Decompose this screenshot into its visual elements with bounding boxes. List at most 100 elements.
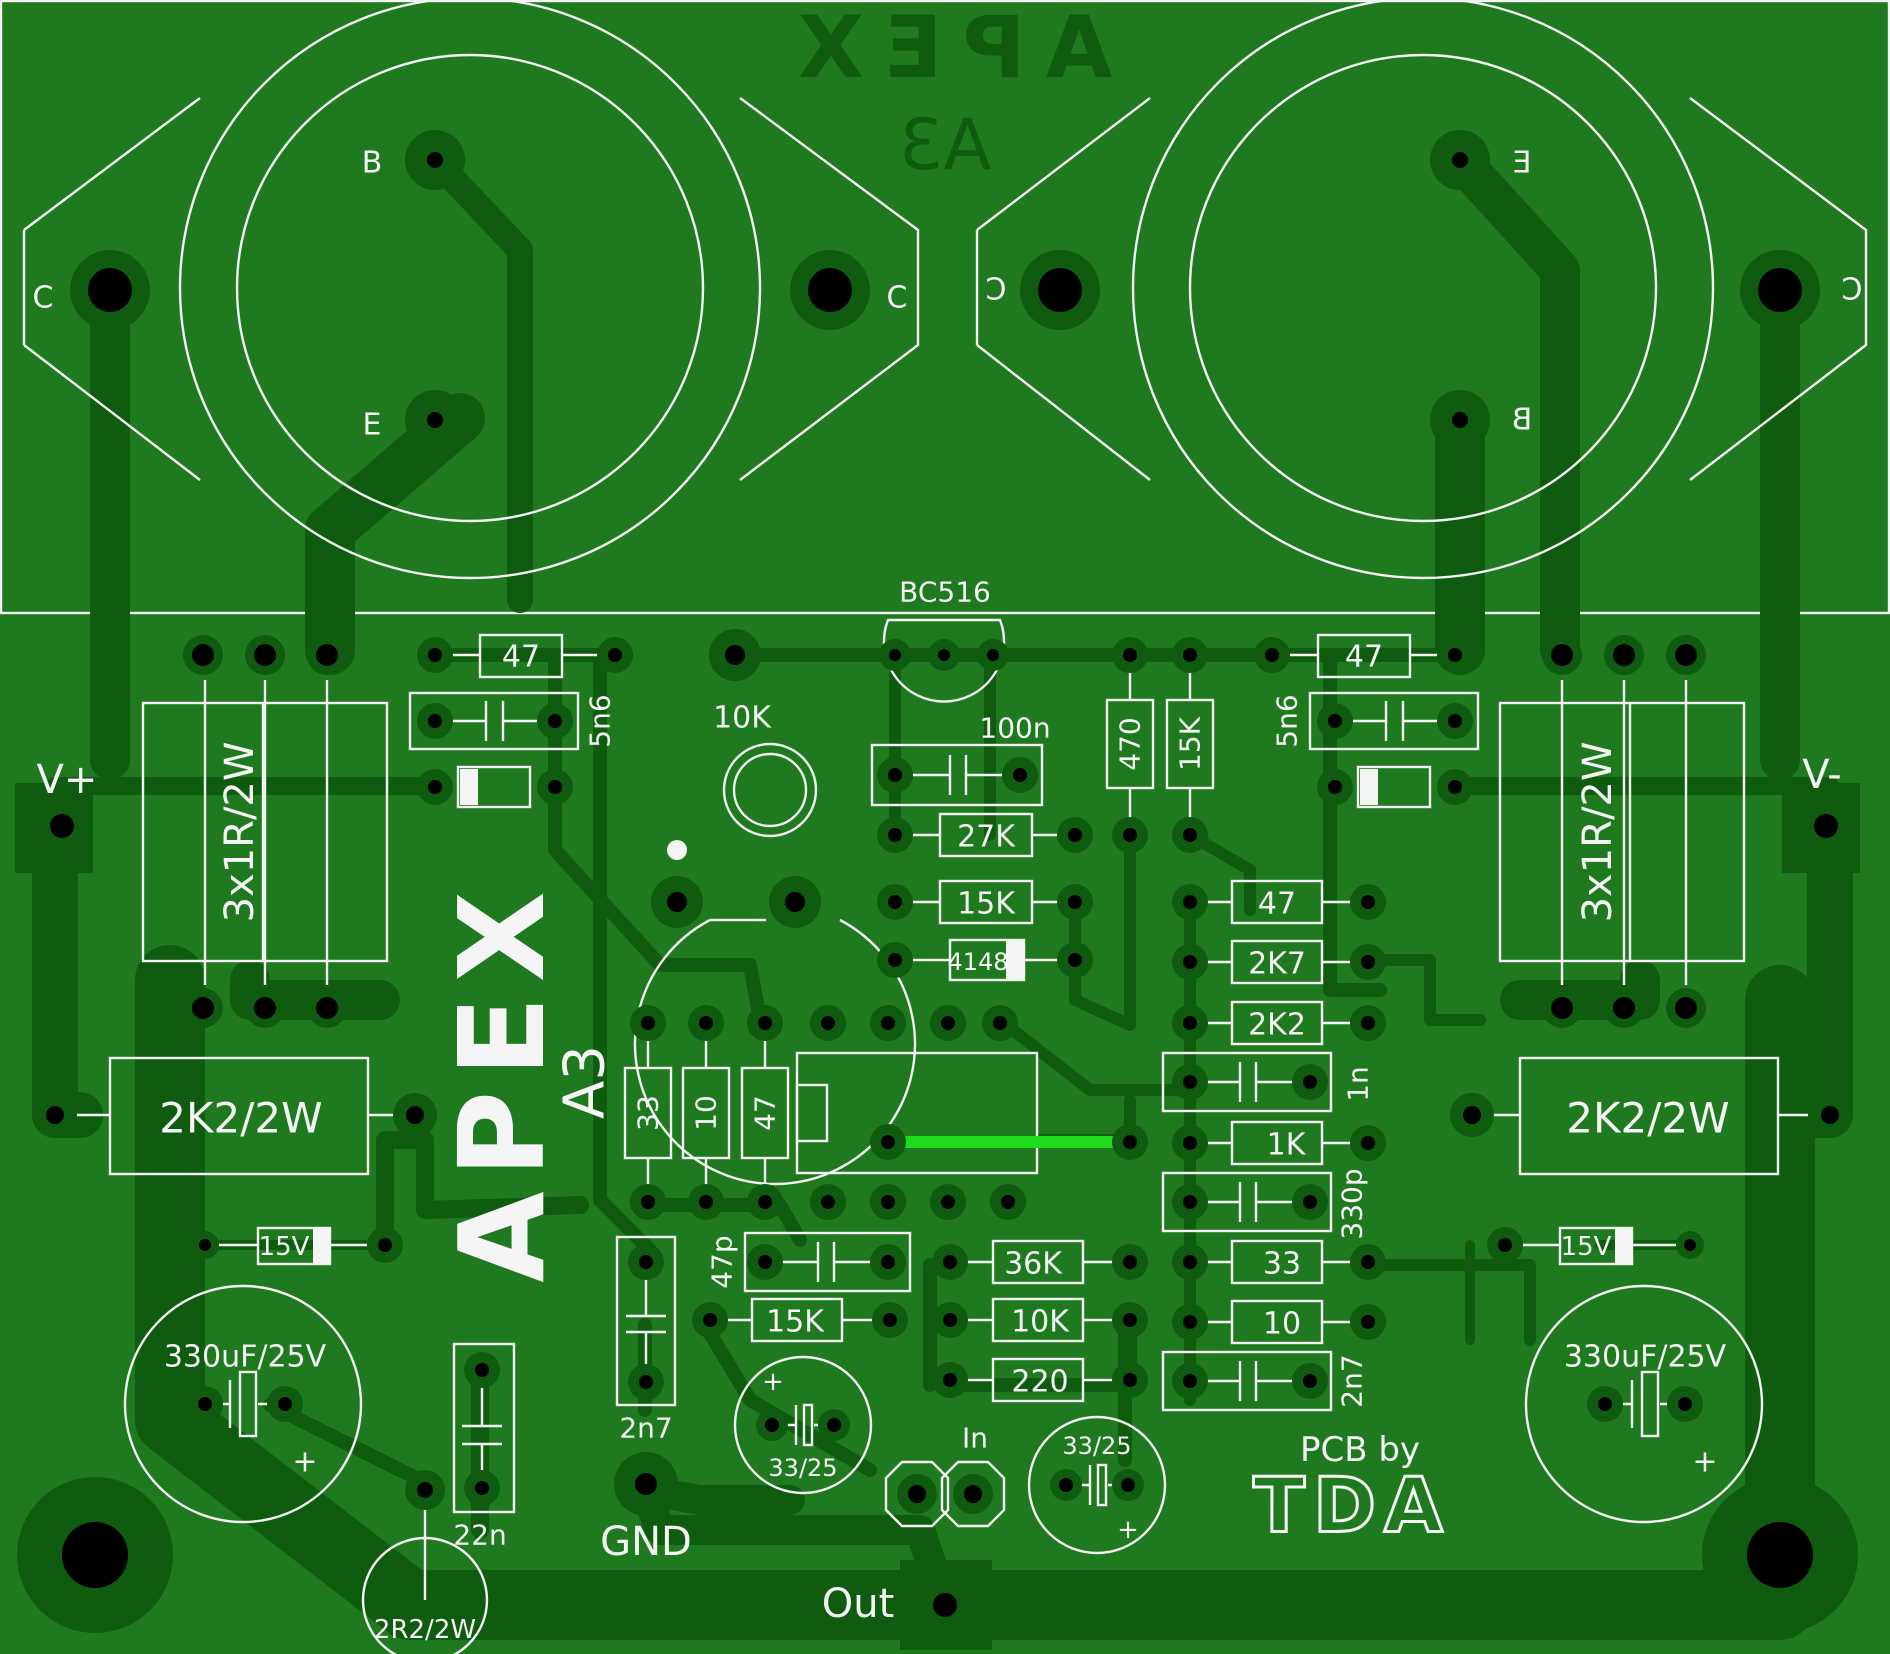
gnd-connector: GND bbox=[600, 1452, 692, 1565]
svg-text:10K: 10K bbox=[1011, 1305, 1070, 1340]
resistor-10k: 10K bbox=[932, 1297, 1148, 1343]
pin-label-c-left-left: C bbox=[33, 281, 54, 316]
output-connector: Out bbox=[822, 1560, 992, 1650]
resistor-27k: 27K bbox=[877, 812, 1093, 858]
diode-left-small bbox=[417, 765, 573, 809]
mounting-hole-right bbox=[1702, 1477, 1858, 1633]
svg-text:A3: A3 bbox=[553, 1045, 618, 1119]
driver-transistor-bc516: BC516 bbox=[879, 576, 1009, 703]
resistor-47-left: 47 bbox=[417, 633, 633, 679]
svg-text:15K: 15K bbox=[957, 887, 1016, 922]
zener-15v-left: 15V bbox=[191, 1226, 403, 1266]
resistor-470: 470 bbox=[1105, 637, 1155, 853]
power-input-vminus: V- bbox=[1782, 752, 1860, 873]
svg-text:3x1R/2W: 3x1R/2W bbox=[217, 742, 263, 923]
svg-text:GND: GND bbox=[600, 1519, 692, 1565]
svg-text:27K: 27K bbox=[957, 820, 1016, 855]
svg-text:100n: 100n bbox=[979, 712, 1050, 745]
svg-text:2K7: 2K7 bbox=[1248, 947, 1306, 982]
svg-text:APEX: APEX bbox=[433, 877, 571, 1282]
vertical-resistor-47: 47 bbox=[740, 1005, 790, 1220]
input-connector: In bbox=[884, 1422, 1006, 1528]
vertical-resistor-33: 33 bbox=[623, 1005, 673, 1220]
resistor-15k-mid: 15K bbox=[877, 879, 1093, 925]
resistor-15k-top: 15K bbox=[1165, 637, 1215, 853]
svg-text:2R2/2W: 2R2/2W bbox=[374, 1615, 476, 1645]
svg-text:15K: 15K bbox=[766, 1305, 825, 1340]
svg-text:15V: 15V bbox=[259, 1232, 310, 1262]
power-input-vplus: V+ bbox=[15, 757, 97, 873]
pin-label-b-left: B bbox=[362, 146, 383, 181]
diode-4148: 4148 bbox=[877, 938, 1093, 982]
electrolytic-33-25-b: 33/25 + bbox=[1027, 1415, 1167, 1555]
svg-text:330uF/25V: 330uF/25V bbox=[164, 1340, 327, 1375]
svg-text:2n7: 2n7 bbox=[619, 1412, 672, 1445]
heatsink-area-outline bbox=[0, 0, 1890, 615]
mirrored-logo: APEX A3 bbox=[778, 0, 1113, 186]
capacitor-2n7-right: 2n7 bbox=[1161, 1350, 1369, 1412]
zener-15v-right: 15V bbox=[1487, 1226, 1704, 1266]
svg-text:+: + bbox=[762, 1367, 784, 1397]
svg-text:33: 33 bbox=[1263, 1247, 1301, 1282]
capacitor-1n: 1n bbox=[1161, 1051, 1375, 1113]
pin-label-e-left: E bbox=[363, 408, 382, 443]
svg-text:2n7: 2n7 bbox=[1336, 1354, 1369, 1407]
svg-text:330p: 330p bbox=[1336, 1168, 1369, 1239]
resistor-47-right: 47 bbox=[1254, 633, 1473, 679]
svg-text:1K: 1K bbox=[1267, 1128, 1307, 1163]
bc516-label: BC516 bbox=[899, 576, 991, 609]
electrolytic-33-25-a: + 33/25 bbox=[733, 1355, 873, 1495]
resistor-2k2: 2K2 bbox=[1172, 1000, 1386, 1046]
svg-text:36K: 36K bbox=[1004, 1247, 1063, 1282]
electrolytic-330uf-right: 330uF/25V + bbox=[1524, 1284, 1764, 1524]
capacitor-47p: 47p bbox=[706, 1231, 912, 1293]
capacitor-5n6-right: 5n6 bbox=[1271, 691, 1480, 751]
svg-text:+: + bbox=[1692, 1445, 1717, 1480]
resistor-10-b: 10 bbox=[1172, 1299, 1386, 1345]
svg-text:Out: Out bbox=[822, 1581, 895, 1627]
svg-text:V-: V- bbox=[1802, 752, 1841, 798]
resistor-bank-left: 3x1R/2W bbox=[141, 635, 389, 1028]
resistor-2k2w-right: 2K2/2W bbox=[1450, 1056, 1852, 1176]
svg-text:15K: 15K bbox=[1174, 716, 1207, 771]
svg-text:A3: A3 bbox=[899, 104, 991, 186]
electrolytic-330uf-left: 330uF/25V + bbox=[123, 1284, 363, 1524]
mounting-hole-left bbox=[17, 1477, 173, 1633]
resistor-36k: 36K bbox=[932, 1239, 1148, 1285]
svg-text:4148: 4148 bbox=[947, 948, 1008, 976]
pin-label-c-right-right: C bbox=[1842, 273, 1863, 308]
resistor-47-b: 47 bbox=[1172, 879, 1386, 925]
svg-text:+: + bbox=[1117, 1515, 1139, 1545]
diode-right-small bbox=[1317, 765, 1473, 809]
resistor-33-b: 33 bbox=[1172, 1239, 1386, 1285]
svg-text:PCB by: PCB by bbox=[1300, 1430, 1420, 1470]
resistor-2r2-2w: 2R2/2W bbox=[361, 1470, 489, 1654]
resistor-220: 220 bbox=[932, 1357, 1148, 1403]
svg-text:10: 10 bbox=[1263, 1307, 1301, 1342]
svg-text:10: 10 bbox=[690, 1095, 723, 1131]
resistor-15k-low: 15K bbox=[692, 1297, 908, 1343]
pin-label-e-right: E bbox=[1513, 146, 1532, 181]
svg-text:2K2: 2K2 bbox=[1248, 1008, 1306, 1043]
svg-text:10K: 10K bbox=[713, 701, 772, 736]
svg-text:1n: 1n bbox=[1342, 1066, 1375, 1102]
svg-text:33/25: 33/25 bbox=[1062, 1432, 1131, 1460]
power-transistor-left: B C E C bbox=[22, 0, 920, 580]
svg-text:TDA: TDA bbox=[1253, 1461, 1451, 1550]
power-transistor-right: E C B C bbox=[975, 0, 1868, 580]
svg-text:33/25: 33/25 bbox=[768, 1454, 837, 1482]
capacitor-330p: 330p bbox=[1161, 1168, 1369, 1240]
credit-logo: PCB by TDA bbox=[1252, 1430, 1451, 1551]
svg-text:V+: V+ bbox=[37, 757, 98, 803]
svg-text:5n6: 5n6 bbox=[1271, 694, 1304, 747]
resistor-1k: 1K bbox=[1172, 1120, 1386, 1166]
svg-text:22n: 22n bbox=[453, 1519, 506, 1552]
pin-label-b-right: B bbox=[1512, 403, 1533, 438]
svg-text:47: 47 bbox=[502, 640, 540, 675]
potentiometer-10k: 10K bbox=[633, 629, 917, 1186]
svg-text:2K2/2W: 2K2/2W bbox=[1566, 1094, 1729, 1143]
resistor-2k2w-left: 2K2/2W bbox=[33, 1056, 437, 1176]
pin-label-c-left-right: C bbox=[887, 281, 908, 316]
capacitor-2n7-left: 2n7 bbox=[615, 1235, 677, 1445]
